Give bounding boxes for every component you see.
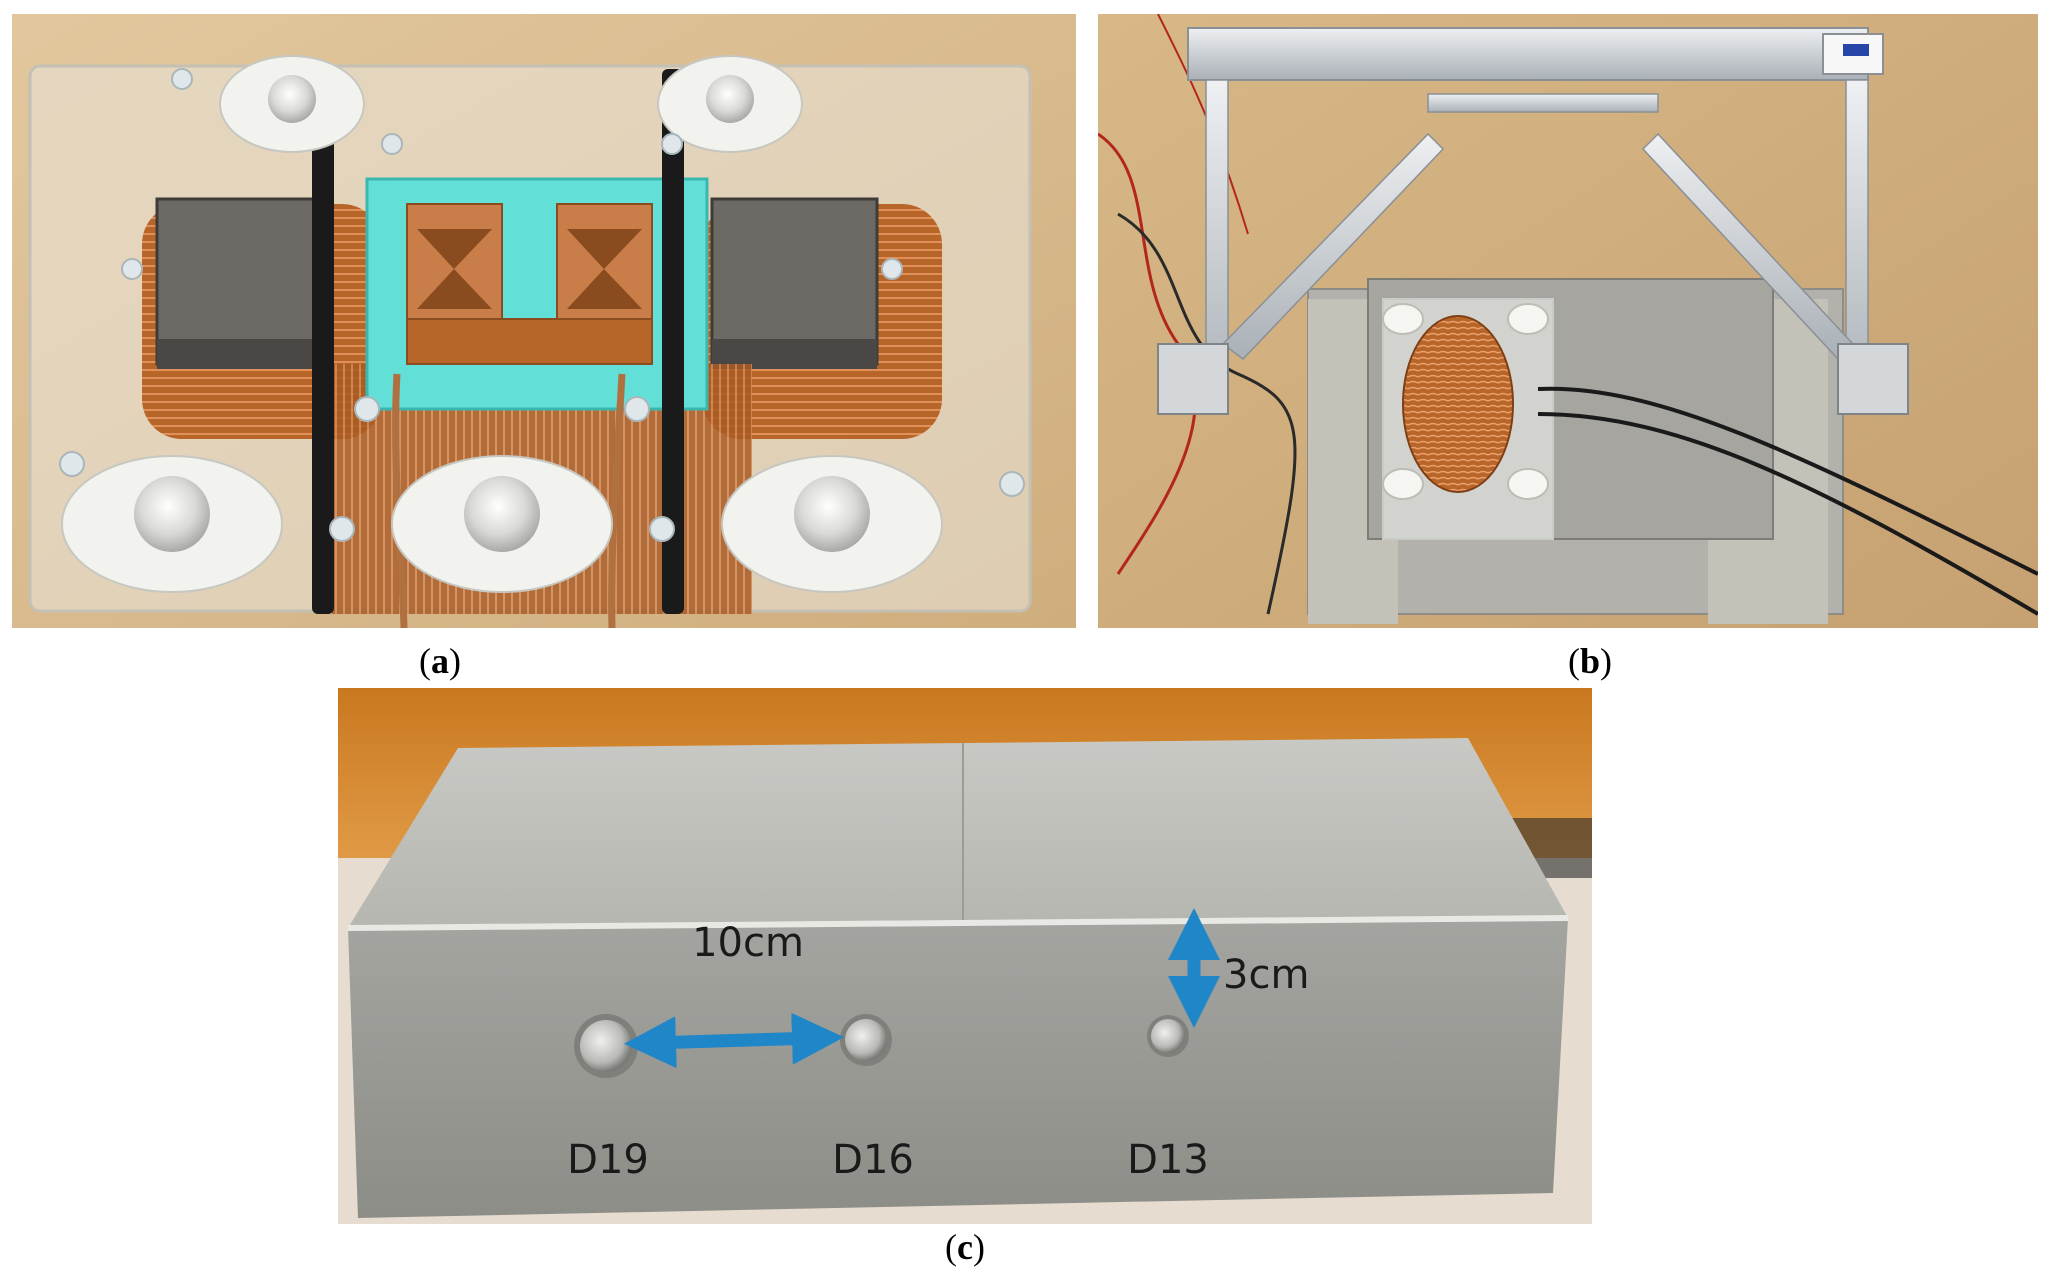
caption-b-open: ( xyxy=(1567,641,1580,681)
caption-b: (b) xyxy=(1530,640,1650,682)
ball-caster-bottom-center xyxy=(391,455,613,593)
photo-a-illustration xyxy=(12,14,1076,628)
photo-b-scanner-setup xyxy=(1098,14,2038,628)
probe-cable-1 xyxy=(1537,386,2038,576)
caption-c-open: ( xyxy=(945,1227,957,1267)
right-pad-pattern xyxy=(567,229,642,309)
gantry-foot-left xyxy=(1157,343,1229,415)
bar-label-d16: D16 xyxy=(832,1137,914,1183)
caption-b-close: ) xyxy=(1600,641,1613,681)
left-rail xyxy=(312,69,334,614)
probe-cable-2 xyxy=(1537,412,2038,616)
spacing-arrow xyxy=(624,1012,844,1069)
ball-caster-bottom-right xyxy=(721,455,943,593)
gantry-foot-right xyxy=(1837,343,1909,415)
caption-c-close: ) xyxy=(972,1227,985,1267)
caption-a-open: ( xyxy=(419,641,431,681)
red-cable-2 xyxy=(1157,14,1249,235)
photo-b-illustration xyxy=(1098,14,2038,628)
cover-label: 3cm xyxy=(1223,952,1309,998)
gantry-crossbar xyxy=(1427,93,1659,113)
caption-a-close: ) xyxy=(449,641,461,681)
rebar-d13 xyxy=(1147,1015,1189,1057)
acrylic-standoffs xyxy=(59,68,1025,542)
spacing-label: 10cm xyxy=(692,920,804,966)
left-pad-pattern xyxy=(417,229,492,309)
gantry-beam xyxy=(1187,27,1869,81)
ball-caster-bottom-left xyxy=(61,455,283,593)
left-magnet-shadow xyxy=(157,339,317,369)
ball-caster-top-left xyxy=(219,55,365,153)
gantry-left-brace xyxy=(1221,132,1445,360)
photo-c-illustration: 10cm 3cm D19 D16 D13 xyxy=(338,688,1592,1224)
rebar-d19 xyxy=(574,1014,638,1078)
caption-a: (a) xyxy=(380,640,500,682)
caption-c-letter: c xyxy=(957,1227,973,1267)
carrier-casters xyxy=(1382,303,1549,500)
lead-wire-right xyxy=(608,373,626,628)
right-magnet-block xyxy=(710,197,879,366)
block-edge xyxy=(347,915,1569,931)
block-top-face xyxy=(348,738,1568,928)
caption-b-letter: b xyxy=(1579,641,1601,681)
caption-c: (c) xyxy=(905,1226,1025,1268)
rebar-d16 xyxy=(840,1014,892,1066)
photo-c-concrete-specimen: 10cm 3cm D19 D16 D13 xyxy=(338,688,1592,1224)
caption-a-letter: a xyxy=(431,641,449,681)
ball-caster-top-right xyxy=(657,55,803,153)
block-front-face xyxy=(348,918,1568,1218)
bar-label-d13: D13 xyxy=(1127,1137,1209,1183)
black-cable xyxy=(1117,212,1297,615)
right-rail xyxy=(662,69,684,614)
photo-a-sensor-head xyxy=(12,14,1076,628)
motor-logo xyxy=(1843,44,1869,56)
bar-label-d19: D19 xyxy=(567,1137,649,1183)
copper-coil xyxy=(1402,315,1514,493)
lower-copper-strip xyxy=(406,318,653,365)
